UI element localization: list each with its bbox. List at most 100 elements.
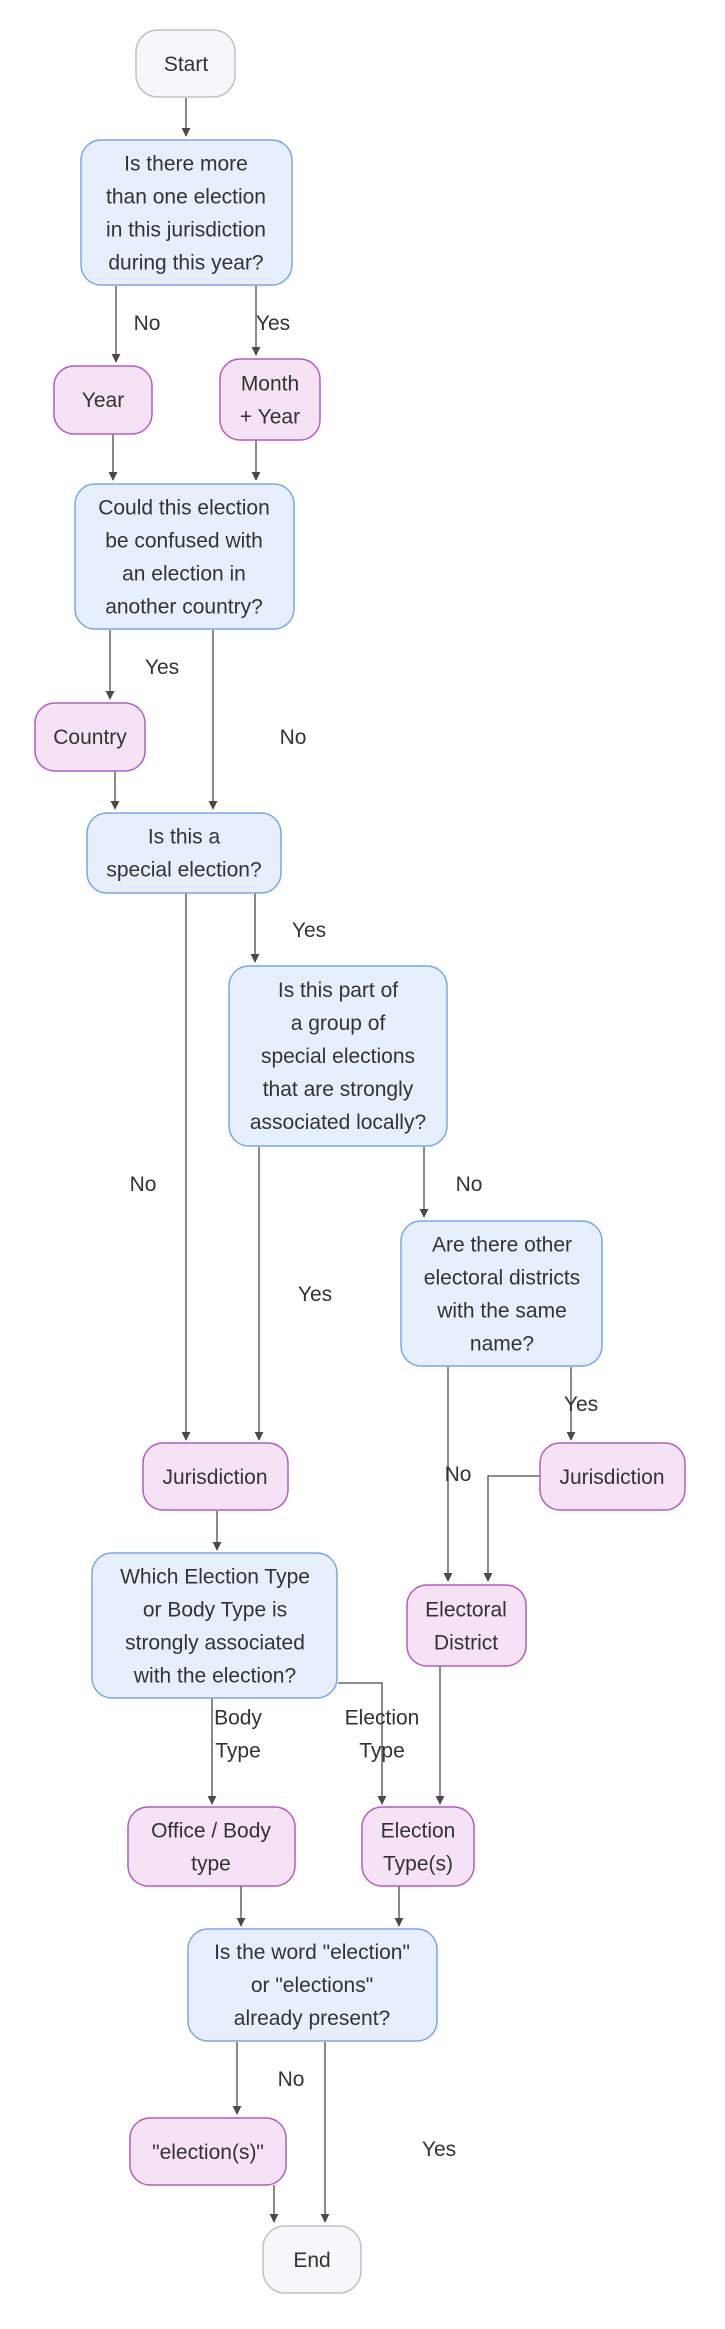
edge-label-special-no: No [130, 1173, 157, 1196]
edges [105, 98, 576, 2223]
text-line: Is this part of [278, 979, 398, 1002]
edge-label-confused-yes: Yes [145, 656, 179, 679]
text-line: already present? [234, 2007, 390, 2030]
text-line: "election(s)" [152, 2141, 264, 2164]
edge-label-word-no: No [278, 2068, 305, 2091]
node-month-year-label: Month + Year [240, 373, 300, 429]
node-month-year: Month + Year [219, 358, 321, 441]
edge-label-group-yes: Yes [298, 1283, 332, 1306]
edge-label-multi-yes: Yes [256, 312, 290, 335]
node-start: Start [135, 29, 236, 98]
node-jurisdiction-2: Jurisdiction [539, 1442, 686, 1511]
text-line: with the election? [133, 1665, 296, 1688]
node-confused-label: Could this election be confused with an el… [98, 497, 270, 619]
text-line: Start [164, 53, 209, 76]
node-jurisdiction-label: Jurisdiction [162, 1466, 267, 1489]
text-line: Country [53, 726, 127, 749]
node-other-districts-question: Are there other electoral districts with t… [400, 1220, 603, 1367]
edge-label-special-yes: Yes [292, 919, 326, 942]
edge-label-other-no: No [445, 1463, 472, 1486]
text-line: No [134, 312, 161, 335]
text-line: No [456, 1173, 483, 1196]
text-line: Which Election Type [120, 1566, 310, 1589]
node-country-label: Country [53, 726, 127, 749]
text-line: Election [345, 1707, 420, 1730]
text-line: with the same [436, 1300, 567, 1323]
text-line: type [191, 1853, 231, 1876]
text-line: End [293, 2249, 330, 2272]
text-line: special election? [106, 859, 261, 882]
text-line: an election in [122, 563, 246, 586]
text-line: than one election [106, 186, 266, 209]
text-line: Office / Body [151, 1820, 271, 1843]
text-line: strongly associated [125, 1632, 305, 1655]
text-line: Could this election [98, 497, 270, 520]
text-line: Is there more [124, 153, 248, 176]
text-line: Jurisdiction [162, 1466, 267, 1489]
text-line: or Body Type is [143, 1599, 287, 1622]
node-type-label: Which Election Type or Body Type is strong… [120, 1566, 310, 1688]
text-line: Year [82, 389, 124, 412]
text-line: Is the word "election" [214, 1941, 410, 1964]
text-line: Type [215, 1740, 261, 1763]
node-other-districts-label: Are there other electoral districts with t… [424, 1234, 580, 1356]
text-line: Month [241, 373, 299, 396]
node-year: Year [53, 365, 153, 435]
text-line: Are there other [432, 1234, 572, 1257]
edge-type-election-to-electiontypes [338, 1682, 387, 1805]
node-jurisdiction-2-label: Jurisdiction [559, 1466, 664, 1489]
node-multiple-elections-question: Is there more than one election in this ju… [80, 139, 293, 286]
text-line: another country? [105, 596, 263, 619]
text-line: in this jurisdiction [106, 219, 266, 242]
node-multiple-elections-label: Is there more than one election in this ju… [106, 153, 266, 275]
nodes: Start Is there more than one election in t… [34, 29, 686, 2294]
node-type-question: Which Election Type or Body Type is strong… [91, 1552, 338, 1699]
edge-label-other-yes: Yes [564, 1393, 598, 1416]
text-line: District [434, 1632, 498, 1655]
node-country: Country [34, 702, 146, 772]
text-line: Yes [564, 1393, 598, 1416]
node-special-label: Is this a special election? [106, 826, 261, 882]
text-line: Yes [256, 312, 290, 335]
edge-label-group-no: No [456, 1173, 483, 1196]
text-line: name? [470, 1333, 534, 1356]
text-line: Type [359, 1740, 405, 1763]
edge-label-confused-no: No [280, 726, 307, 749]
text-line: Yes [298, 1283, 332, 1306]
text-line: Jurisdiction [559, 1466, 664, 1489]
text-line: be confused with [105, 530, 263, 553]
node-group-question: Is this part of a group of special electio… [228, 965, 448, 1147]
text-line: No [130, 1173, 157, 1196]
node-special-question: Is this a special election? [86, 812, 282, 894]
text-line: + Year [240, 406, 300, 429]
text-line: electoral districts [424, 1267, 580, 1290]
text-line: special elections [261, 1045, 415, 1068]
edge-jurisdiction2-to-district [483, 1475, 540, 1582]
node-word-label: Is the word "election"or "elections"alre… [214, 1941, 410, 2030]
node-start-label: Start [164, 53, 209, 76]
node-office-body-label: Office / Body type [151, 1820, 271, 1876]
text-line: Yes [145, 656, 179, 679]
edge-label-multi-no: No [134, 312, 161, 335]
text-line: Election [381, 1820, 456, 1843]
text-line: that are strongly [263, 1078, 414, 1101]
text-line: Type(s) [383, 1853, 453, 1876]
edge-label-word-yes: Yes [422, 2138, 456, 2161]
node-group-label: Is this part of a group of special electio… [250, 979, 426, 1134]
text-line: Electoral [425, 1599, 507, 1622]
text-line: No [445, 1463, 472, 1486]
node-end-label: End [293, 2249, 330, 2272]
text-line: a group of [291, 1012, 386, 1035]
text-line: associated locally? [250, 1111, 426, 1134]
node-elections-token-label: "election(s)" [152, 2141, 264, 2164]
text-line: No [278, 2068, 305, 2091]
text-line: Is this a [148, 826, 221, 849]
